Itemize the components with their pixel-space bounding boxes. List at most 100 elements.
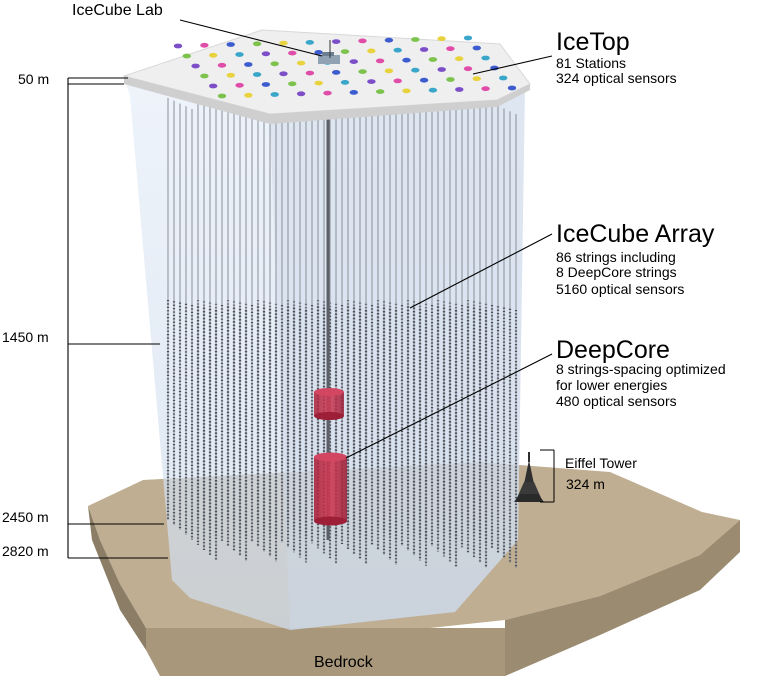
icetop-station [481,86,490,92]
icetop-station [340,80,350,85]
icetop-station [279,40,288,46]
icetop-station [332,39,341,44]
icetop-station [244,92,253,98]
icetop-station [261,51,271,57]
icetop-station [296,60,306,66]
icetop-station [217,93,227,99]
icetop-station [288,81,297,87]
icetop-station [200,73,209,79]
icetop-stations-text: 81 Stations [556,55,627,71]
icetop-station [358,69,367,74]
deepcore-line-2: for lower energies [556,377,668,393]
icetop-station [437,67,446,72]
bedrock-label: Bedrock [314,654,373,671]
icetop-station [499,75,508,81]
icetop-station [437,36,446,42]
icetop-station [472,76,481,82]
icetop-station [217,62,227,68]
icetop-station [323,90,332,96]
bedrock-side-front [146,628,505,676]
deepcore-upper-cylinder [314,388,344,420]
icetop-station [446,46,455,52]
eiffel-tower-label: Eiffel Tower [565,455,637,471]
icetop-station [252,72,262,77]
icetop-station [235,52,244,57]
icetop-station [340,49,350,54]
icetop-title: IceTop [556,28,630,56]
icetop-station [296,91,306,97]
depth-50m: 50 m [18,71,50,87]
icetop-station [305,40,314,45]
icetop-station [261,82,271,87]
icetop-station [226,72,235,78]
icetop-station [507,85,517,91]
icetop-station [182,53,191,59]
icetop-station [314,50,323,55]
array-line-2: 8 DeepCore strings [556,264,677,280]
icetop-stations [173,35,517,99]
icetop-station [384,68,394,74]
icecube-array-title: IceCube Array [556,220,715,248]
icetop-station [384,37,394,43]
eiffel-scale-bracket [540,449,555,503]
icetop-sensors-text: 324 optical sensors [556,70,677,86]
icetop-station [428,57,438,62]
array-line-3: 5160 optical sensors [556,281,685,297]
icetop-station [376,89,385,94]
deepcore-line-1: 8 strings-spacing optimized [556,361,726,377]
depth-scale [67,77,168,559]
icetop-station [209,52,218,58]
depth-2450m: 2450 m [2,509,49,525]
icetop-station [393,47,402,53]
bedrock-side-right [505,520,740,676]
deepcore-line-3: 480 optical sensors [556,393,677,409]
icetop-station [411,37,420,42]
bedrock-side-left [88,506,146,650]
leader-lines [179,19,553,459]
eiffel-tower-icon [514,452,544,502]
depth-2820m: 2820 m [2,543,49,559]
icetop-station [191,63,200,69]
icetop-station [235,82,244,88]
icetop-station [367,48,376,54]
depth-1450m: 1450 m [2,329,49,345]
icetop-station [455,87,464,92]
icecube-lab-building [318,40,340,64]
icetop-station [472,45,481,51]
icetop-station [270,92,279,97]
icetop-station [305,70,315,76]
icetop-station [428,87,438,93]
icetop-station [446,77,455,82]
icetop-station [279,71,288,77]
icetop-station [349,59,358,64]
icetop-station [419,77,429,83]
icetop-station [270,61,279,67]
icetop-station [402,57,411,63]
surface-slab-edge [124,76,530,124]
icetop-station [332,70,341,75]
icetop-station [367,79,376,84]
icetop-station [314,80,323,86]
icetop-station [173,43,183,49]
icetop-station [375,58,385,64]
deepcore-title: DeepCore [556,336,670,364]
icetop-station [288,50,297,56]
icetop-station [358,38,367,44]
icetop-station [463,35,473,41]
icetop-station [226,42,235,47]
icetop-station [411,67,420,73]
icetop-station [244,62,253,67]
icecube-lab-label: IceCube Lab [72,2,163,19]
icetop-station [481,55,490,61]
icetop-station [252,41,262,47]
icetop-station [209,83,218,89]
icetop-station [419,47,429,52]
icetop-station [393,78,402,84]
icetop-station [349,90,358,95]
icetop-station [200,42,209,48]
array-line-1: 86 strings including [556,249,676,265]
icetop-station [455,56,464,62]
deepcore-lower-cylinder [314,452,347,526]
icetop-station [402,88,411,94]
